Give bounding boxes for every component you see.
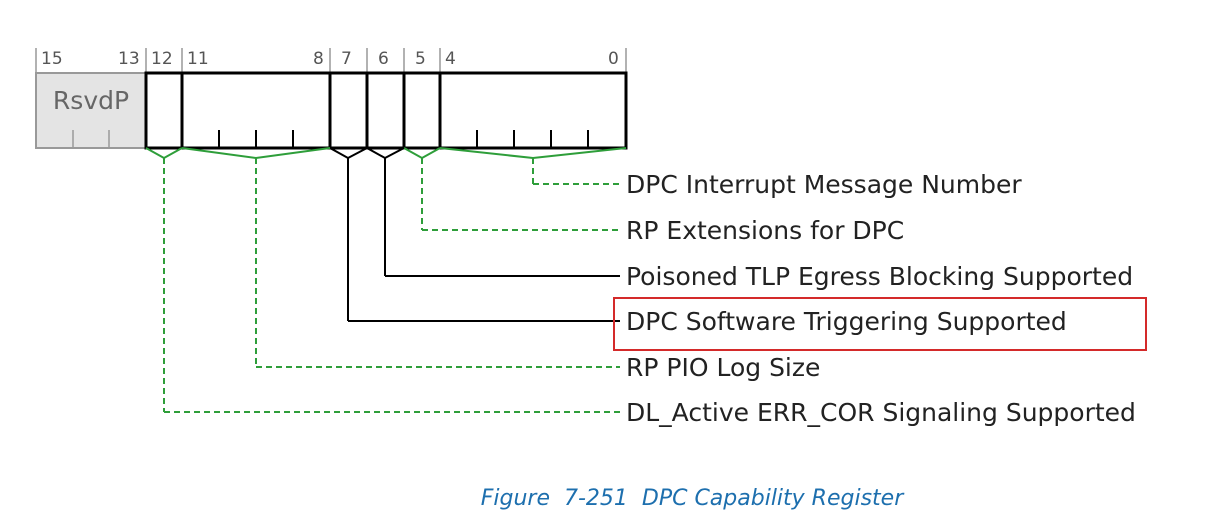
leader-software-triggering xyxy=(329,147,620,322)
bit-number-13: 13 xyxy=(118,49,140,69)
reserved-box xyxy=(35,72,147,149)
field-label-poisoned-tlp: Poisoned TLP Egress Blocking Supported xyxy=(626,262,1133,291)
reserved-field-box: RsvdP xyxy=(35,72,147,149)
leader-poisoned-tlp xyxy=(366,147,620,277)
bit-number-row: 15 13 12 11 8 7 6 5 4 0 xyxy=(35,48,627,72)
figure-caption: Figure 7-251 DPC Capability Register xyxy=(481,486,905,511)
bit-number-11: 11 xyxy=(187,49,209,69)
leader-dl-active-err-cor xyxy=(145,147,620,413)
field-labels: DPC Interrupt Message Number RP Extensio… xyxy=(626,170,1136,427)
reserved-label: RsvdP xyxy=(53,86,129,115)
leader-rp-pio-log-size xyxy=(181,147,620,368)
bit-number-12: 12 xyxy=(151,49,173,69)
leader-rp-extensions xyxy=(403,147,620,231)
register-outline xyxy=(144,71,628,150)
bit-number-0: 0 xyxy=(608,49,619,69)
field-label-rp-pio-log-size: RP PIO Log Size xyxy=(626,353,820,382)
bit-number-15: 15 xyxy=(41,49,63,69)
bit-number-4: 4 xyxy=(445,49,456,69)
field-label-interrupt-message-number: DPC Interrupt Message Number xyxy=(626,170,1022,199)
highlight-box xyxy=(613,297,1147,351)
leader-interrupt-message-number xyxy=(439,147,627,185)
bit-number-6: 6 xyxy=(378,49,389,69)
field-boxes xyxy=(144,71,628,150)
field-label-rp-extensions: RP Extensions for DPC xyxy=(626,216,904,245)
field-label-software-triggering: DPC Software Triggering Supported xyxy=(626,307,1067,336)
field-label-dl-active-err-cor: DL_Active ERR_COR Signaling Supported xyxy=(626,398,1136,427)
bit-number-7: 7 xyxy=(341,49,352,69)
bit-number-5: 5 xyxy=(415,49,426,69)
bit-number-8: 8 xyxy=(313,49,324,69)
